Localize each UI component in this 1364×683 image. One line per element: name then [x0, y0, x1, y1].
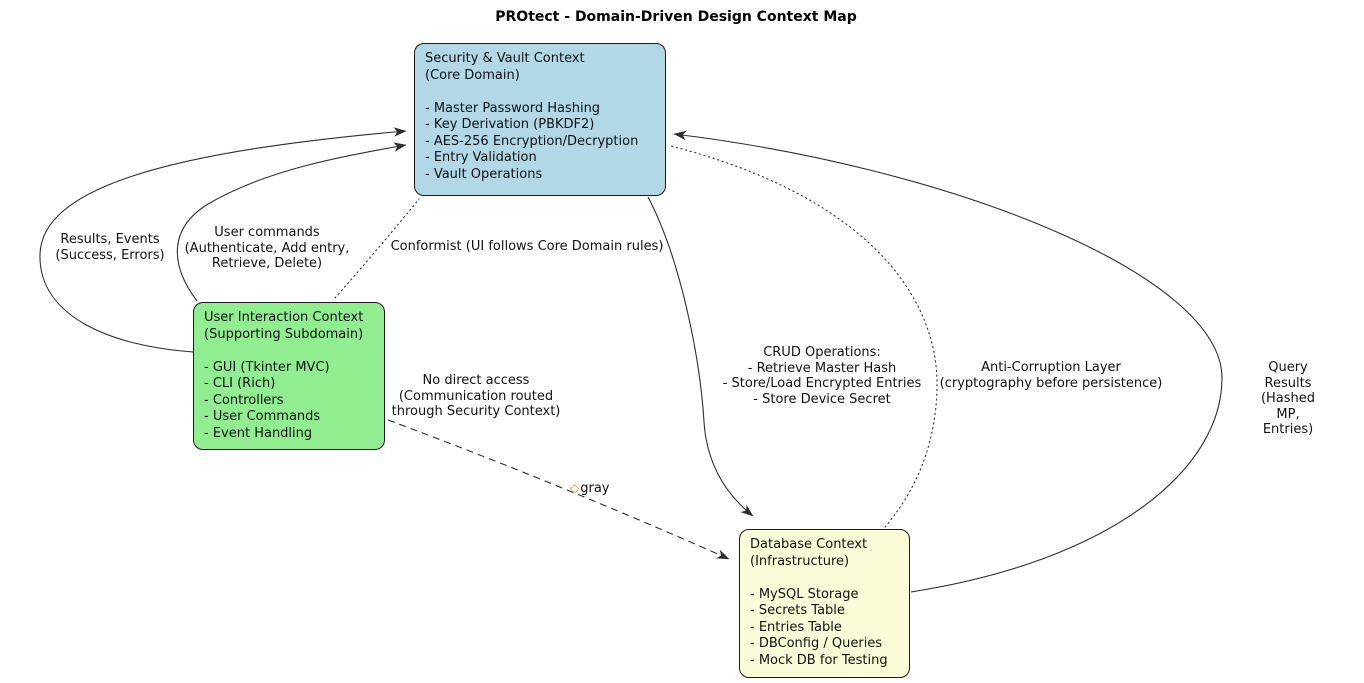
- edge-label-anti-corruption-layer: Anti-Corruption Layer (cryptography befo…: [939, 360, 1163, 391]
- edge-crud-operations: [647, 196, 754, 517]
- node-spacer: [750, 570, 899, 587]
- node-database-context: Database Context (Infrastructure) - MySQ…: [739, 529, 910, 678]
- edge-label-no-direct-access: No direct access (Communication routed t…: [391, 373, 561, 419]
- node-items: - MySQL Storage - Secrets Table - Entrie…: [750, 586, 888, 668]
- edge-label-results-events: Results, Events (Success, Errors): [55, 232, 165, 263]
- edge-label-query-results: Query Results (Hashed MP, Entries): [1260, 360, 1316, 437]
- edge-anti-corruption: [670, 145, 938, 528]
- edge-label-crud-operations: CRUD Operations: - Retrieve Master Hash …: [722, 345, 922, 407]
- node-items: - Master Password Hashing - Key Derivati…: [425, 100, 639, 182]
- node-title: Database Context (Infrastructure): [750, 537, 868, 569]
- node-security-vault-context: Security & Vault Context (Core Domain) -…: [414, 43, 666, 196]
- edge-user-commands: [176, 142, 407, 302]
- node-spacer: [425, 84, 655, 101]
- diamond-icon: ◇: [570, 481, 580, 495]
- node-user-interaction-context: User Interaction Context (Supporting Sub…: [193, 302, 385, 450]
- node-items: - GUI (Tkinter MVC) - CLI (Rich) - Contr…: [204, 359, 330, 441]
- node-spacer: [204, 343, 374, 360]
- edge-results-events: [39, 127, 407, 353]
- gray-label-text: gray: [580, 481, 610, 496]
- node-title: User Interaction Context (Supporting Sub…: [204, 310, 364, 342]
- edge-label-gray: ◇gray: [570, 480, 610, 497]
- edge-label-conformist: Conformist (UI follows Core Domain rules…: [390, 239, 664, 254]
- edge-conformist: [334, 198, 420, 299]
- edge-label-user-commands: User commands (Authenticate, Add entry, …: [184, 225, 350, 271]
- edge-query-results: [673, 130, 1223, 593]
- node-title: Security & Vault Context (Core Domain): [425, 51, 585, 83]
- edge-no-direct-access: [387, 419, 730, 560]
- diagram-title: PROtect - Domain-Driven Design Context M…: [495, 9, 857, 25]
